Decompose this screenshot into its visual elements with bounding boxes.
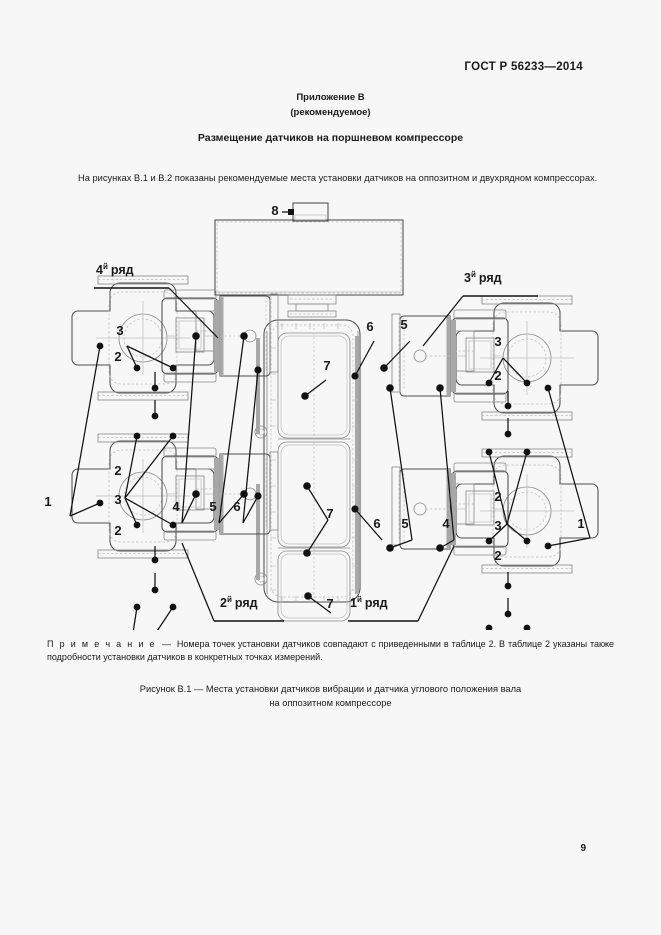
callout-c-7c: 7: [326, 596, 333, 611]
annex-line-2: (рекомендуемое): [290, 107, 371, 118]
callout-c-7a: 7: [323, 358, 330, 373]
train-row-2: [71, 433, 279, 559]
figure-diagram: .o{fill:none;stroke:#4d4d4d;stroke-width…: [30, 198, 640, 630]
note-dash: —: [162, 639, 171, 649]
note-label: П р и м е ч а н и е: [47, 639, 157, 649]
callout-c-2e: 2: [494, 368, 501, 383]
train-row-1: [391, 448, 599, 574]
callout-c-2a: 2: [114, 349, 121, 364]
inspection-cover-lower: [277, 550, 351, 622]
callout-c-2f: 2: [494, 489, 501, 504]
figure-caption: Рисунок В.1 — Места установки датчиков в…: [0, 682, 661, 710]
document-standard-header: ГОСТ Р 56233—2014: [464, 61, 583, 73]
callout-labels: 8322312234567776654322312235: [44, 203, 584, 611]
callout-c-1b: 1: [577, 516, 584, 531]
train-row-4: [71, 275, 279, 401]
callout-c-3e: 3: [494, 518, 501, 533]
callout-c-5a: 5: [209, 499, 216, 514]
callout-c-2b: 2: [114, 463, 121, 478]
note-block: П р и м е ч а н и е — Номера точек устан…: [47, 638, 614, 664]
callout-c-2g: 2: [494, 548, 501, 563]
page-title: Размещение датчиков на поршневом компрес…: [197, 132, 464, 144]
callout-c-8: 8: [271, 203, 278, 218]
callout-c-6b: 6: [366, 319, 373, 334]
callout-c-4a: 4: [172, 499, 180, 514]
annex-line-1: Приложение В: [296, 92, 365, 103]
compressor-layout-drawing: .o{fill:none;stroke:#4d4d4d;stroke-width…: [30, 198, 640, 630]
callout-c-7b: 7: [326, 506, 333, 521]
intro-paragraph: На рисунках В.1 и В.2 показаны рекоменду…: [47, 172, 614, 185]
callout-c-4b: 4: [442, 516, 450, 531]
callout-c-2c: 2: [114, 523, 121, 538]
callout-c-3b: 3: [114, 492, 121, 507]
note-text: Номера точек установки датчиков совпадаю…: [47, 639, 614, 662]
callout-c-3d: 3: [494, 334, 501, 349]
callout-c-6c: 6: [373, 516, 380, 531]
figure-caption-line-1: Рисунок В.1 — Места установки датчиков в…: [139, 684, 522, 694]
page-number: 9: [580, 843, 586, 854]
callout-c-1a: 1: [44, 494, 51, 509]
callout-c-6a: 6: [233, 499, 240, 514]
sensor-callout-leaders: [69, 209, 591, 630]
intro-paragraph-text: На рисунках В.1 и В.2 показаны рекоменду…: [78, 173, 598, 183]
callout-c-3a: 3: [116, 323, 123, 338]
callout-c-5b: 5: [401, 516, 408, 531]
figure-caption-line-2: на оппозитном компрессоре: [269, 698, 392, 708]
callout-c-5c: 5: [400, 317, 407, 332]
annex-heading: Приложение В (рекомендуемое): [0, 90, 661, 120]
